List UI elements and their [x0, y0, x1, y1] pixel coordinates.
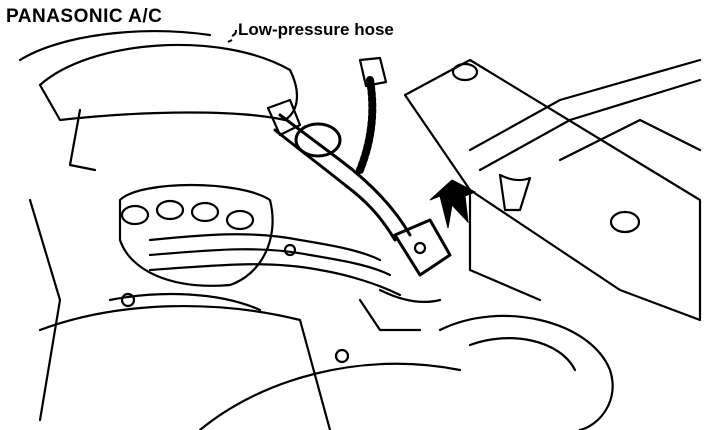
- battery-hold-down: [468, 58, 702, 152]
- callout-leader-line: [227, 29, 237, 43]
- battery-post-left: [451, 62, 479, 82]
- corrugated-hose: [356, 76, 377, 174]
- hose-coupling: [294, 122, 342, 158]
- callout-low-pressure-hose: Low-pressure hose: [238, 20, 394, 39]
- spark-plug-wires: [148, 233, 382, 262]
- figure-title: PANASONIC A/C: [6, 6, 163, 27]
- distributor-cap: [118, 183, 274, 287]
- compressor-outline: [38, 43, 298, 122]
- filled-pointer-arrow: [429, 179, 477, 229]
- pulley: [438, 314, 614, 430]
- battery-post-right: [609, 210, 641, 234]
- battery-outline: [403, 58, 702, 322]
- service-valve: [393, 218, 452, 277]
